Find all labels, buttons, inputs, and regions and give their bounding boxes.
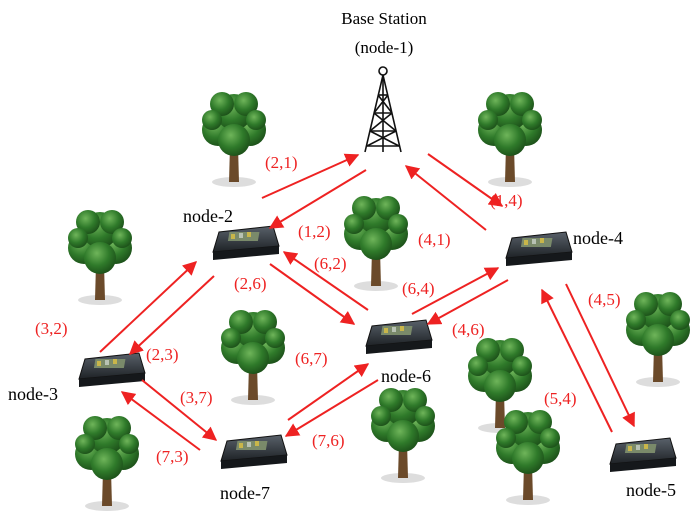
link-label: (7,3)	[156, 447, 189, 466]
sensor-node-icon	[505, 231, 573, 267]
link-label: (2,1)	[265, 153, 298, 172]
link-arrow	[541, 288, 613, 433]
link-label: (6,2)	[314, 254, 347, 273]
link-label: (1,4)	[490, 191, 523, 210]
link-arrow	[284, 379, 379, 437]
tree-icon	[221, 310, 285, 405]
link-arrow	[269, 263, 356, 325]
tree-icon	[344, 196, 408, 291]
link-label: (1,2)	[298, 222, 331, 241]
link-arrow	[141, 379, 218, 441]
link-label: (3,2)	[35, 319, 68, 338]
link-arrow	[404, 165, 487, 231]
link-label: (7,6)	[312, 431, 345, 450]
node-label-node-2: node-2	[183, 206, 233, 226]
link-arrow	[268, 169, 367, 229]
link-label: (4,5)	[588, 290, 621, 309]
tree-icon	[68, 210, 132, 305]
base-station-title: Base Station	[341, 9, 427, 28]
tree-icon	[626, 292, 690, 387]
sensor-node-icon	[365, 319, 433, 355]
tree-icon	[371, 388, 435, 483]
sensor-node-icon	[212, 225, 280, 261]
link-arrow	[287, 363, 370, 421]
node-label-node-6: node-6	[381, 366, 431, 386]
tree-icon	[496, 410, 560, 505]
base-station-tower-icon	[364, 66, 402, 153]
link-label: (6,4)	[402, 279, 435, 298]
base-station-subtitle: (node-1)	[355, 38, 414, 57]
link-label: (5,4)	[544, 389, 577, 408]
link-arrow	[282, 251, 369, 311]
node-label-node-5: node-5	[626, 480, 676, 500]
sensor-node-icon	[609, 437, 677, 473]
node-label-node-7: node-7	[220, 483, 270, 503]
node-label-node-4: node-4	[573, 228, 623, 248]
tree-icon	[75, 416, 139, 511]
link-arrow	[128, 275, 215, 355]
link-arrow	[411, 267, 500, 315]
link-arrow	[565, 283, 635, 428]
link-label: (4,6)	[452, 320, 485, 339]
node-label-node-3: node-3	[8, 384, 58, 404]
link-arrow	[99, 261, 198, 353]
link-label: (6,7)	[295, 349, 328, 368]
tree-icon	[478, 92, 542, 187]
link-arrow	[120, 391, 201, 451]
link-arrow	[427, 153, 504, 207]
link-label: (3,7)	[180, 388, 213, 407]
link-arrow	[261, 153, 360, 199]
link-label: (2,3)	[146, 345, 179, 364]
link-arrow	[426, 279, 509, 325]
sensor-node-icon	[78, 352, 146, 388]
link-label: (4,1)	[418, 230, 451, 249]
sensor-node-icon	[220, 434, 288, 470]
tree-icon	[202, 92, 266, 187]
link-label: (2,6)	[234, 274, 267, 293]
